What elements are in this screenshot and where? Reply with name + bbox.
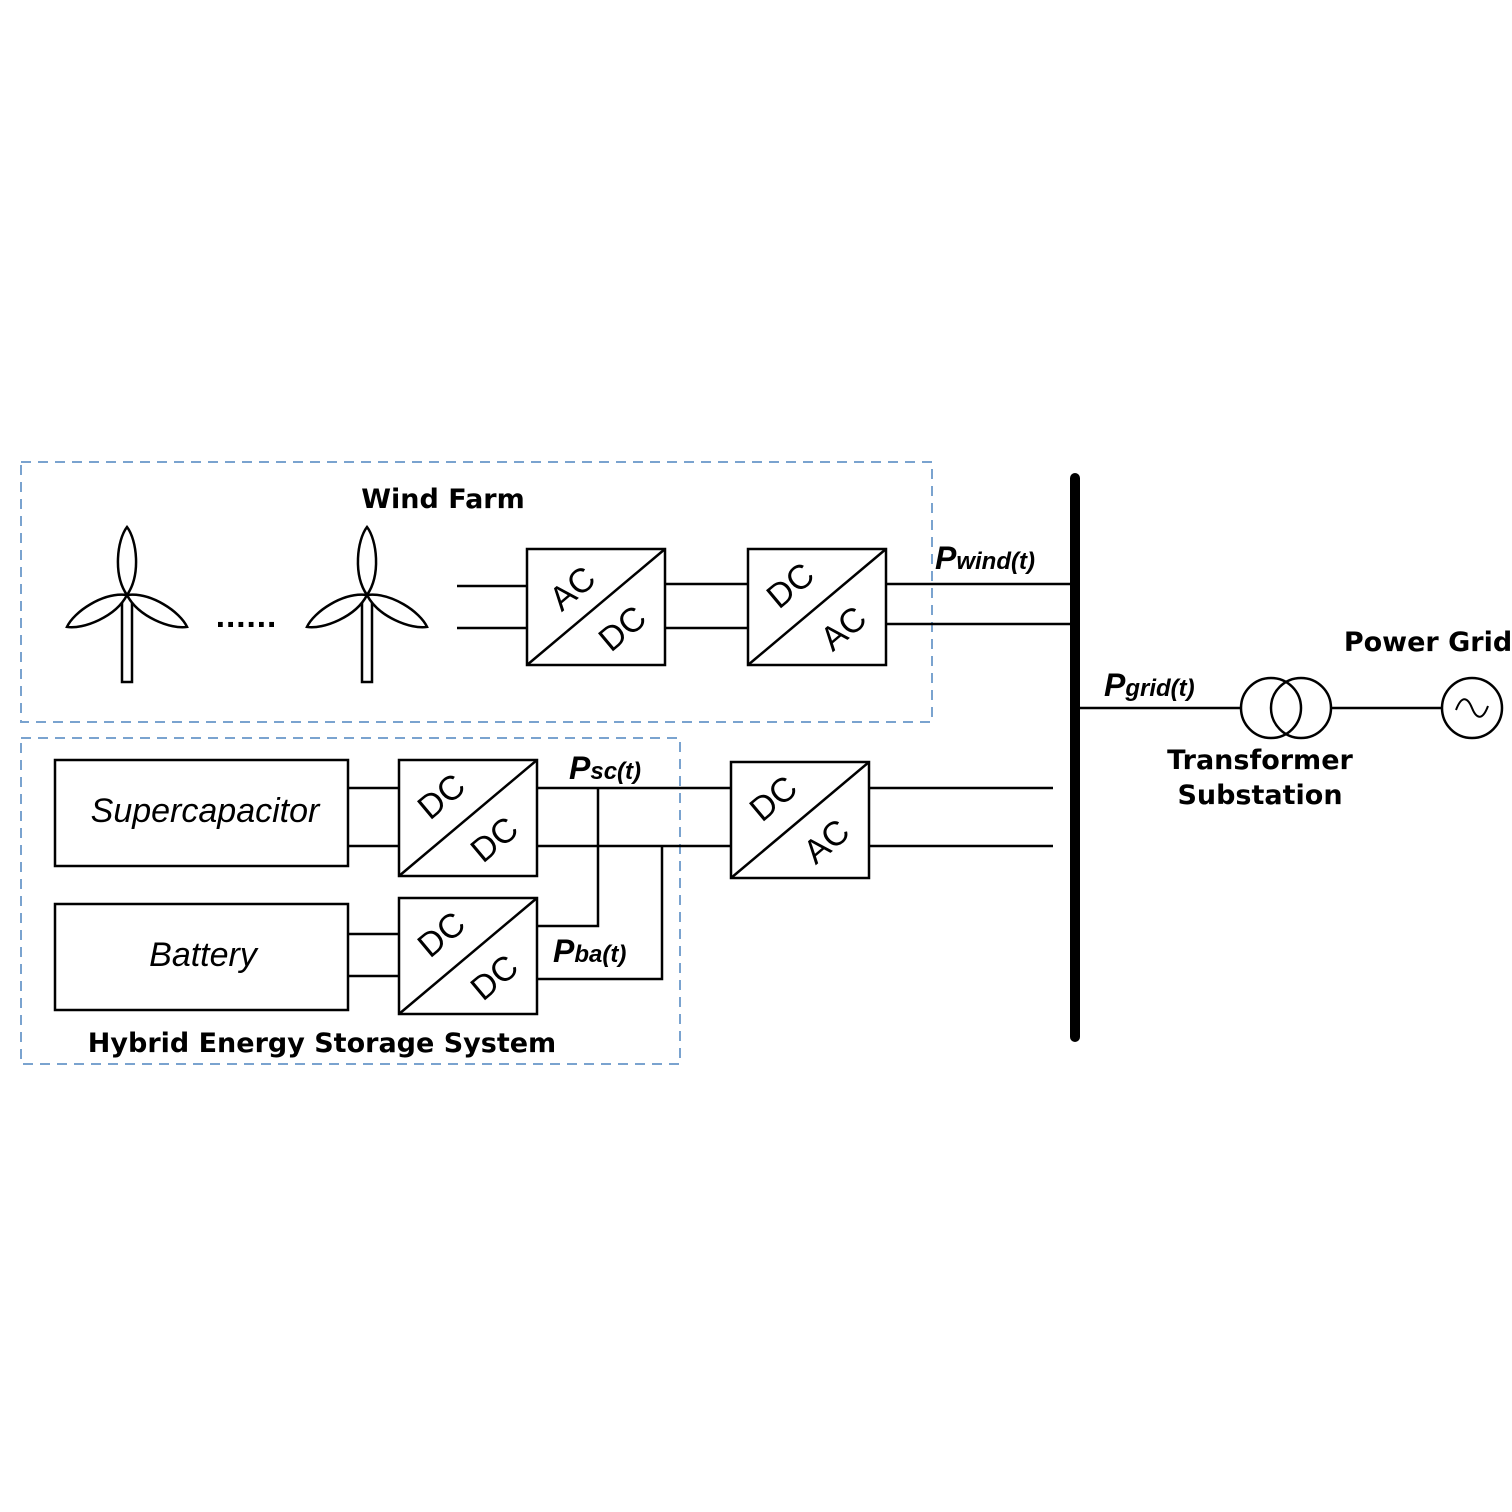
battery-label: Battery: [149, 936, 259, 974]
wind-farm-title: Wind Farm: [361, 484, 525, 515]
transformer-label-line2: Substation: [1177, 780, 1342, 811]
p-sc-label: Psc(t): [569, 750, 641, 786]
turbine-ellipsis: ......: [215, 603, 277, 634]
wind-ac-dc-converter: AC DC: [525, 547, 667, 667]
hess-title: Hybrid Energy Storage System: [88, 1028, 556, 1059]
sc-dc-dc-converter: DC DC: [397, 758, 539, 878]
wind-dc-ac-converter: DC AC: [746, 547, 888, 667]
hess-group: [20, 737, 681, 1065]
battery-dc-dc-converter: DC DC: [397, 896, 539, 1016]
supercapacitor-block: Supercapacitor: [53, 758, 350, 868]
transformer-icon: [1239, 676, 1333, 740]
p-wind-label: Pwind(t): [935, 540, 1035, 576]
wind-turbine-icon: [65, 524, 189, 684]
wind-farm-wiring: [457, 582, 1072, 630]
power-grid-label: Power Grid: [1344, 627, 1512, 658]
wind-turbine-icon: [305, 524, 429, 684]
hess-wiring: [348, 786, 1053, 981]
transformer-label-line1: Transformer: [1167, 745, 1353, 776]
battery-block: Battery: [53, 902, 350, 1012]
hess-dc-ac-converter: DC AC: [729, 760, 871, 880]
supercapacitor-label: Supercapacitor: [91, 792, 321, 830]
p-ba-label: Pba(t): [553, 933, 626, 969]
ac-source-icon: [1440, 676, 1504, 740]
p-grid-label: Pgrid(t): [1104, 667, 1195, 703]
wind-farm-group: [20, 461, 933, 723]
